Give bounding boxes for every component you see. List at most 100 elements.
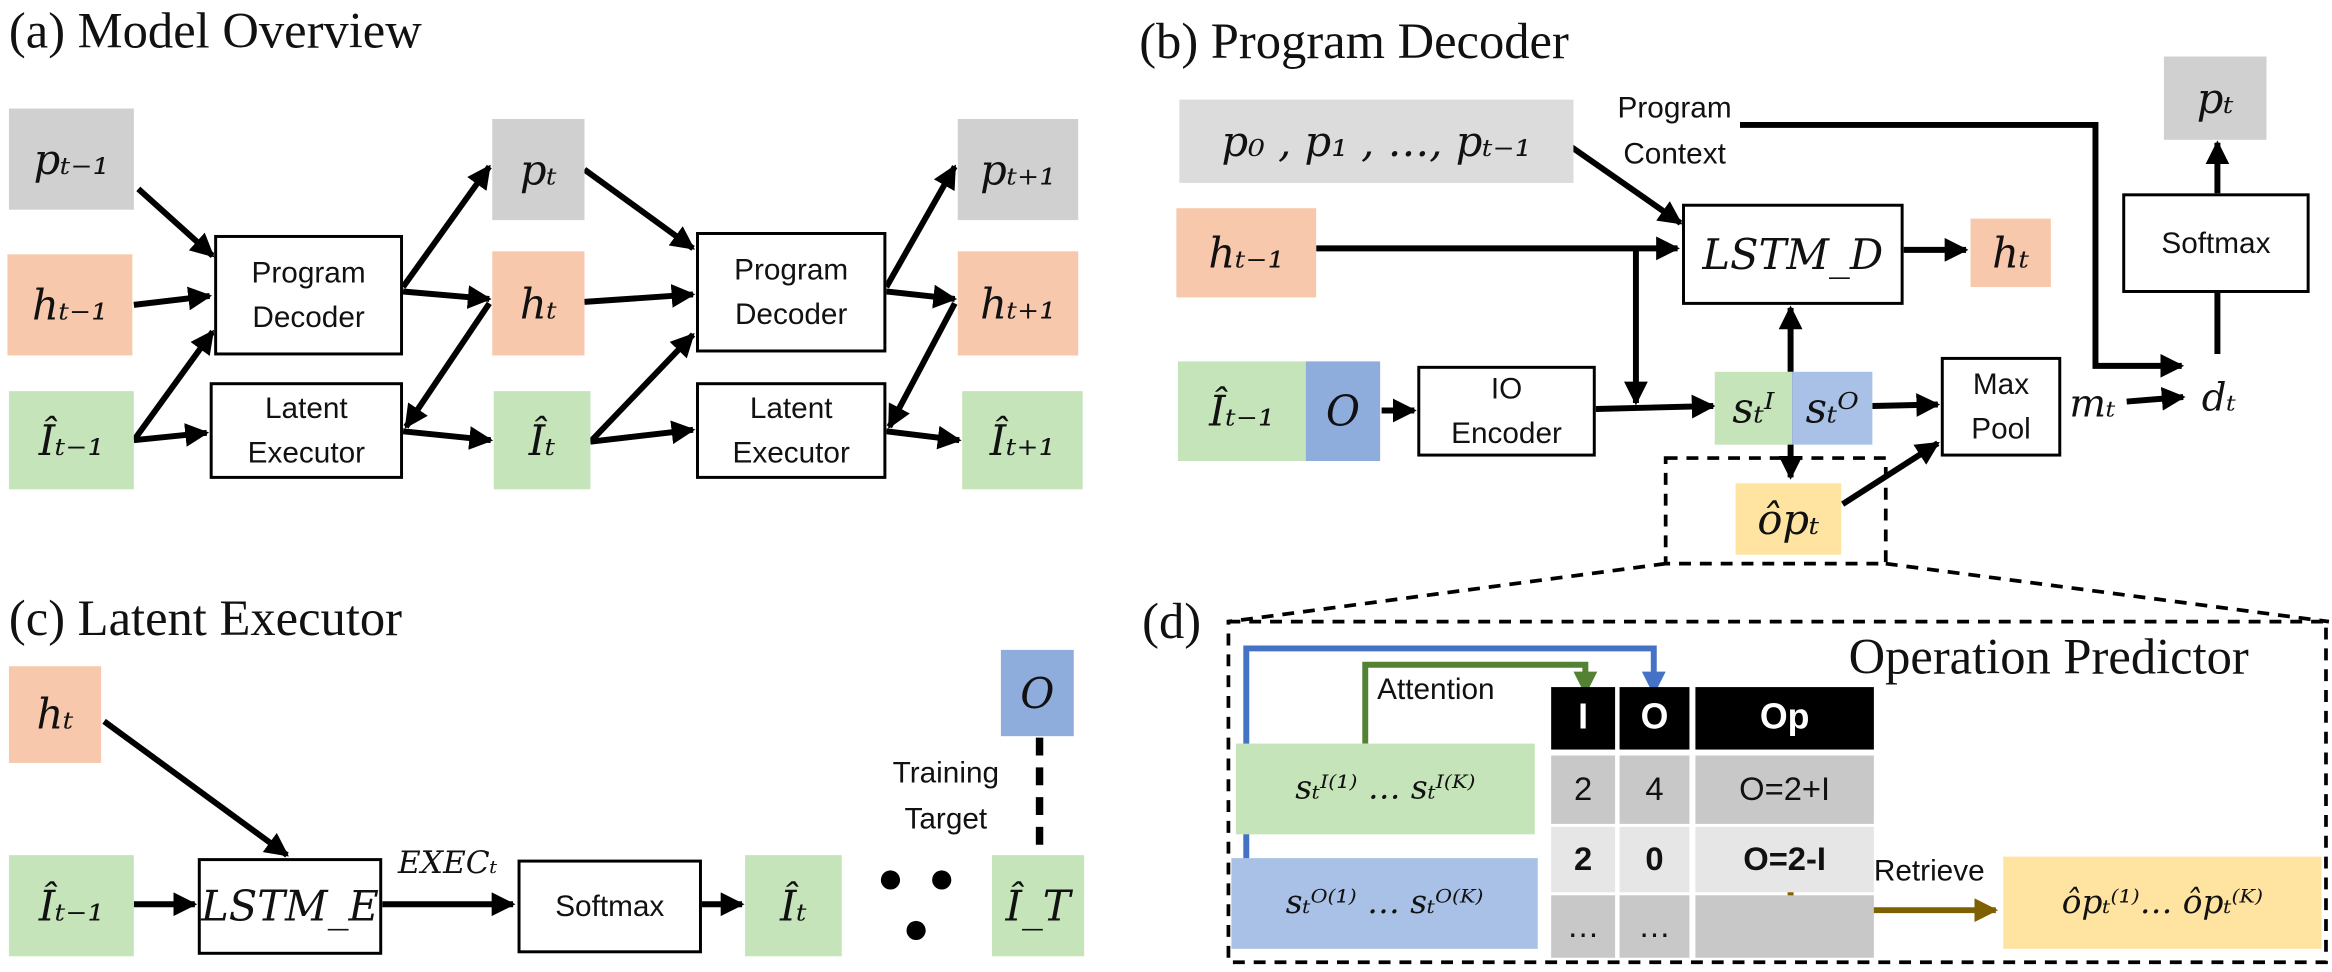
h-t-b-label: hₜ	[1992, 228, 2030, 278]
o-c-label: O	[1020, 668, 1055, 718]
op-list-label: ôpₜ⁽¹⁾… ôpₜ⁽ᴷ⁾	[2061, 884, 2263, 922]
node-s-i: sₜᴵ	[1714, 371, 1793, 445]
lstm-d-box: LSTM_D	[1682, 203, 1904, 305]
panel-b-title: (b) Program Decoder	[1139, 14, 1569, 70]
node-i-T: Î_T	[991, 855, 1085, 957]
node-h-next: hₜ₊₁	[957, 251, 1079, 356]
table-header-o: O	[1619, 687, 1690, 750]
table-cell: …	[1619, 895, 1690, 958]
s-i-list-label: sₜᴵ⁽¹⁾ … sₜᴵ⁽ᴷ⁾	[1295, 770, 1476, 808]
node-p-prev: pₜ₋₁	[8, 108, 134, 210]
latent-executor-label: Latent Executor	[247, 391, 366, 470]
softmax-label: Softmax	[2161, 226, 2271, 260]
i-t-c-label: Îₜ	[780, 881, 807, 931]
max-pool-label: Max Pool	[1971, 368, 2031, 446]
node-p-next: pₜ₊₁	[957, 118, 1079, 221]
softmax-box-b: Softmax	[2122, 193, 2310, 293]
p-next-label: pₜ₊₁	[980, 145, 1056, 195]
table-cell	[1695, 895, 1874, 958]
s-o-list-box: sₜᴼ⁽¹⁾ … sₜᴼ⁽ᴷ⁾	[1231, 858, 1538, 949]
h-t-c-label: hₜ	[36, 690, 74, 740]
op-hat-label: ôpₜ	[1757, 494, 1820, 544]
node-h-t: hₜ	[492, 251, 585, 356]
p-prev-label: pₜ₋₁	[33, 134, 110, 184]
h-t-label: hₜ	[519, 278, 557, 328]
node-o-c: O	[1000, 649, 1074, 737]
node-o-b: O	[1305, 361, 1381, 462]
s-o-label: sₜᴼ	[1805, 383, 1859, 433]
node-i-t-c: Îₜ	[745, 855, 842, 957]
node-h-prev: hₜ₋₁	[7, 254, 133, 356]
table-header-i: I	[1551, 687, 1616, 750]
i-prev-label: Îₜ₋₁	[38, 415, 105, 465]
node-i-prev-c: Îₜ₋₁	[8, 855, 134, 957]
i-t-label: Îₜ	[528, 415, 556, 465]
node-s-o: sₜᴼ	[1792, 371, 1873, 445]
program-decoder-box-2: Program Decoder	[696, 232, 887, 353]
io-encoder-box: IO Encoder	[1417, 365, 1596, 457]
operation-predictor-title: Operation Predictor	[1848, 630, 2249, 686]
program-sequence-label: p₀ , p₁ , …, pₜ₋₁	[1221, 116, 1532, 166]
program-decoder-label: Program Decoder	[251, 256, 366, 334]
program-context-sequence: p₀ , p₁ , …, pₜ₋₁	[1179, 99, 1574, 183]
node-m-t: mₜ	[2060, 375, 2125, 434]
attention-label: Attention	[1377, 673, 1495, 707]
node-i-prev-b: Îₜ₋₁	[1177, 361, 1306, 462]
node-h-t-c: hₜ	[8, 666, 102, 763]
i-prev-c-label: Îₜ₋₁	[38, 881, 105, 931]
training-target-label: Training Target	[892, 756, 1000, 836]
table-cell: 0	[1619, 826, 1690, 893]
s-o-list-label: sₜᴼ⁽¹⁾ … sₜᴼ⁽ᴷ⁾	[1285, 884, 1484, 923]
node-p-t: pₜ	[492, 118, 585, 221]
node-op-hat: ôpₜ	[1735, 483, 1842, 555]
i-next-label: Îₜ₊₁	[989, 415, 1056, 465]
node-d-t: dₜ	[2186, 369, 2251, 428]
node-p-t-b: pₜ	[2163, 56, 2267, 140]
table-header-op: Op	[1695, 687, 1874, 750]
i-prev-b-label: Îₜ₋₁	[1209, 386, 1275, 436]
table-cell: O=2-I	[1695, 826, 1874, 893]
panel-a-title: (a) Model Overview	[8, 4, 422, 60]
latent-executor-box-2: Latent Executor	[696, 382, 887, 479]
ellipsis-dots: ● ● ●	[877, 853, 962, 954]
lstm-d-label: LSTM_D	[1702, 229, 1884, 279]
node-h-prev-b: hₜ₋₁	[1176, 208, 1317, 298]
softmax-box-c: Softmax	[517, 859, 702, 954]
program-context-label: Program Context	[1617, 92, 1732, 172]
panel-d-title: (d)	[1142, 594, 1202, 650]
latent-executor-box-1: Latent Executor	[209, 382, 404, 479]
lstm-e-label: LSTM_E	[201, 881, 379, 931]
node-i-next: Îₜ₊₁	[962, 391, 1083, 490]
p-t-b-label: pₜ	[2196, 73, 2234, 123]
node-i-t: Îₜ	[493, 391, 591, 490]
table-cell: 2	[1551, 755, 1616, 824]
exec-t-label: EXECₜ	[397, 844, 498, 881]
exec-t-label-box: EXECₜ	[387, 836, 509, 890]
program-decoder-label: Program Decoder	[734, 253, 849, 331]
table-cell: O=2+I	[1695, 755, 1874, 824]
retrieve-label: Retrieve	[1873, 855, 1985, 888]
program-decoder-box-1: Program Decoder	[214, 234, 404, 356]
h-next-label: hₜ₊₁	[980, 278, 1056, 328]
node-i-prev: Îₜ₋₁	[8, 391, 134, 490]
node-h-t-b: hₜ	[1970, 218, 2051, 288]
m-t-label: mₜ	[2069, 382, 2116, 427]
table-cell: …	[1551, 895, 1616, 958]
latent-executor-label: Latent Executor	[732, 391, 850, 470]
o-b-label: O	[1325, 386, 1361, 436]
d-t-label: dₜ	[2201, 376, 2237, 421]
max-pool-box: Max Pool	[1940, 356, 2062, 457]
h-prev-b-label: hₜ₋₁	[1208, 228, 1285, 278]
op-list-box: ôpₜ⁽¹⁾… ôpₜ⁽ᴷ⁾	[2003, 856, 2322, 949]
p-t-label: pₜ	[519, 145, 557, 195]
s-i-label: sₜᴵ	[1732, 383, 1775, 433]
table-cell: 2	[1551, 826, 1616, 893]
softmax-label: Softmax	[555, 890, 665, 923]
s-i-list-box: sₜᴵ⁽¹⁾ … sₜᴵ⁽ᴷ⁾	[1235, 743, 1535, 835]
io-encoder-label: IO Encoder	[1451, 372, 1562, 450]
i-T-label: Î_T	[1005, 881, 1071, 931]
h-prev-label: hₜ₋₁	[31, 280, 108, 330]
panel-c-title: (c) Latent Executor	[8, 591, 402, 647]
lstm-e-box: LSTM_E	[197, 858, 383, 955]
